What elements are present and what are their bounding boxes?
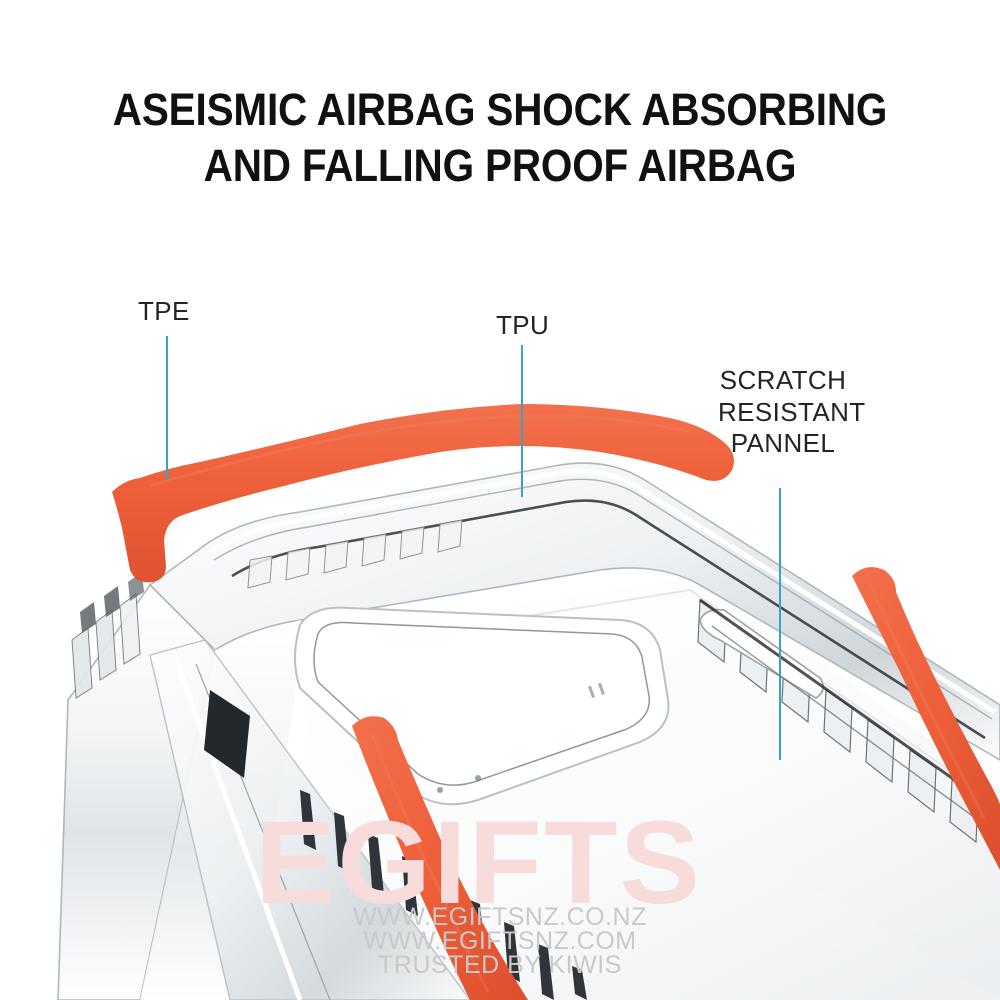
clear-case-frame <box>57 462 1000 1000</box>
orange-airbag-strip-diagonal <box>352 716 528 1000</box>
callout-label-tpe: TPE <box>138 296 190 326</box>
ribbed-inner-wall-top <box>247 519 463 589</box>
callout-label-scratch-resistant-pannel: SCRATCH RESISTANT PANNEL <box>718 365 866 459</box>
callout-leader-line-tpe <box>166 336 168 480</box>
side-button-cutout <box>699 608 824 699</box>
callout-leader-line-tpu <box>521 345 523 497</box>
callout-label-tpu: TPU <box>496 310 550 340</box>
orange-airbag-strips <box>112 404 1000 1000</box>
callout-leader-line-scratch <box>779 488 781 760</box>
orange-airbag-strip-left <box>112 404 734 583</box>
orange-airbag-strip-right <box>852 567 1000 870</box>
inner-rail-teeth <box>300 790 587 1000</box>
